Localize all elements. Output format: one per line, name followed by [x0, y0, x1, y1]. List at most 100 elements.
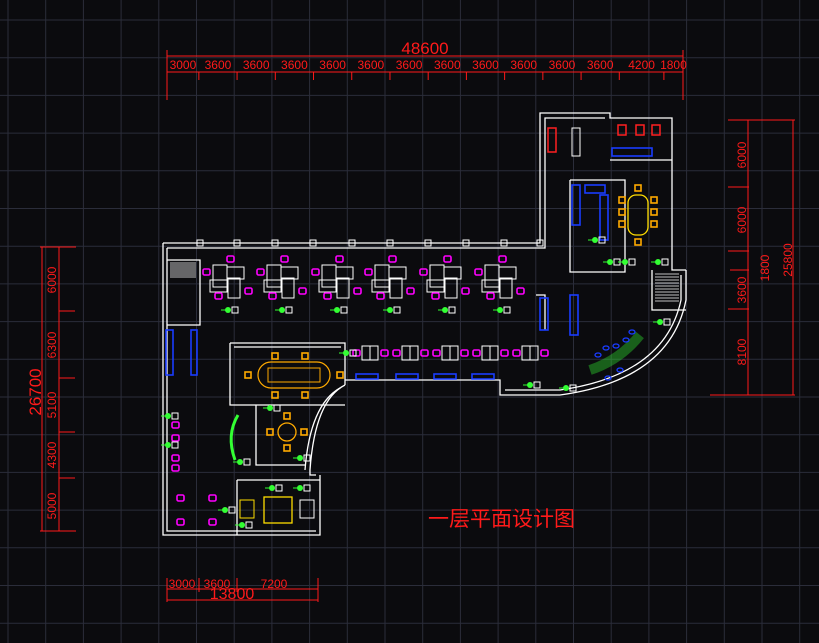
chair-icon: [268, 292, 277, 300]
chair-icon: [208, 494, 217, 502]
cabinet-icon: [355, 373, 379, 380]
cabinet-icon: [571, 184, 581, 226]
chair-icon: [300, 428, 308, 436]
planter-box: [303, 484, 311, 492]
cabinet-icon: [165, 329, 174, 376]
toilet-icon: [635, 124, 645, 136]
top-dim-segment-label: 3600: [319, 58, 346, 72]
desk: [209, 279, 228, 293]
desk: [280, 266, 299, 280]
chair-icon: [171, 464, 180, 472]
planter-box: [273, 404, 281, 412]
planter-box: [393, 306, 401, 314]
desk: [227, 277, 241, 299]
conference-table: [627, 194, 649, 236]
chair-icon: [301, 391, 309, 399]
chair-icon: [618, 196, 626, 204]
top-dim-segment-label: 3600: [358, 58, 385, 72]
planter-box: [569, 384, 577, 392]
chair-icon: [323, 292, 332, 300]
plant-icon: [265, 485, 275, 491]
chair-icon: [298, 287, 307, 295]
chair-icon: [612, 343, 620, 349]
planter-box: [598, 236, 606, 244]
chair-icon: [202, 268, 211, 276]
top-dim-segment-label: 3600: [281, 58, 308, 72]
plant-icon: [438, 307, 448, 313]
cabinet-icon: [599, 194, 609, 241]
chair-icon: [311, 268, 320, 276]
chair-icon: [461, 287, 470, 295]
chair-icon: [335, 255, 344, 263]
column: [462, 239, 470, 247]
column: [233, 239, 241, 247]
cabinet-icon: [539, 297, 549, 331]
chair-icon: [474, 268, 483, 276]
chair-icon: [604, 375, 612, 381]
planter-box: [533, 381, 541, 389]
reception-desk: [588, 331, 644, 375]
planter-box: [663, 318, 671, 326]
chair-icon: [171, 421, 180, 429]
top-total-dimension: 48600: [401, 39, 448, 58]
plant-icon: [618, 259, 628, 265]
desk: [336, 277, 350, 299]
planter-box: [275, 484, 283, 492]
meeting-table-inner: [267, 367, 321, 383]
chair-icon: [486, 292, 495, 300]
round-table: [277, 422, 297, 442]
top-dim-segment-label: 3000: [170, 58, 197, 72]
right-total-dimension: 25800: [781, 243, 795, 277]
cabinet-icon: [433, 373, 457, 380]
workstation-cluster: [481, 264, 517, 299]
desk: [388, 266, 407, 280]
planter-box: [171, 412, 179, 420]
desk: [371, 279, 390, 293]
top-dim-segment-label: 3600: [549, 58, 576, 72]
planter-box: [243, 458, 251, 466]
chair-icon: [472, 349, 481, 357]
chair-icon: [419, 268, 428, 276]
left-dim-4300: 4300: [45, 441, 59, 468]
chair-icon: [618, 220, 626, 228]
chair-icon: [226, 255, 235, 263]
chair-icon: [512, 349, 521, 357]
top-dim-segment-label: 3600: [434, 58, 461, 72]
chair-icon: [336, 371, 344, 379]
planter-box: [228, 506, 236, 514]
right-dimension-chain: 6000 6000 3600 8100 1800 25800: [710, 119, 795, 396]
cabinet-icon: [471, 373, 495, 380]
right-dim-1800: 1800: [758, 254, 772, 281]
desk: [499, 277, 513, 299]
plant-icon: [653, 319, 663, 325]
chair-icon: [650, 220, 658, 228]
planter-box: [245, 521, 253, 529]
workstation-cluster: [318, 264, 354, 299]
toilet-icon: [617, 124, 627, 136]
chair-icon: [650, 196, 658, 204]
chair-icon: [283, 444, 291, 452]
chair-icon: [208, 518, 217, 526]
chair-icon: [376, 292, 385, 300]
plant-icon: [651, 259, 661, 265]
chair-icon: [516, 287, 525, 295]
right-dim-3600: 3600: [735, 276, 749, 303]
chair-icon: [622, 337, 630, 343]
chair-icon: [432, 349, 441, 357]
right-dim-6000-a: 6000: [735, 141, 749, 168]
bottom-dim-3000: 3000: [169, 577, 196, 591]
plant-icon: [523, 382, 533, 388]
chair-icon: [616, 367, 624, 373]
conference-table: [263, 496, 293, 524]
desk: [226, 266, 245, 280]
plant-icon: [263, 405, 273, 411]
right-dim-8100: 8100: [735, 338, 749, 365]
plant-icon: [493, 307, 503, 313]
chair-icon: [214, 292, 223, 300]
sofa-icon: [229, 414, 240, 461]
planter-box: [448, 306, 456, 314]
chair-icon: [171, 434, 180, 442]
desk: [498, 266, 517, 280]
